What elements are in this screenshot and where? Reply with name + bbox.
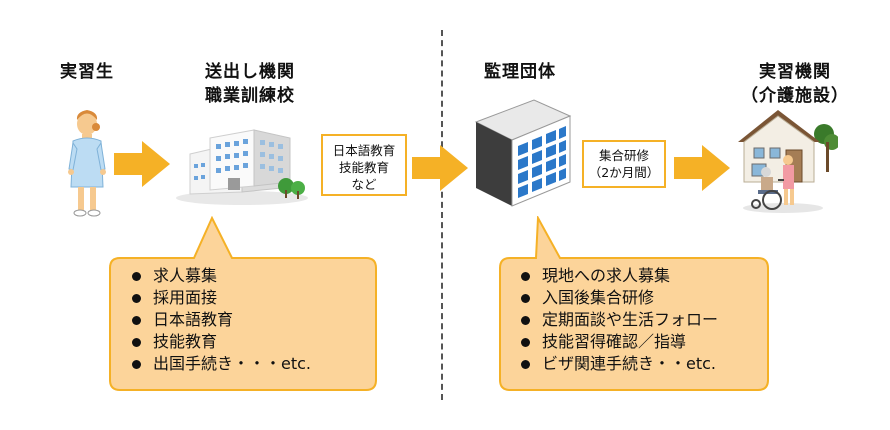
list-item-text: 技能習得確認／指導 <box>542 332 687 351</box>
supervising-org-title: 監理団体 <box>484 62 556 82</box>
bullet-dot <box>521 271 530 281</box>
bullet-dot <box>132 271 141 281</box>
implementing-org-title: 実習機関 （介護施設） <box>720 60 870 108</box>
bullet-dot <box>132 315 141 325</box>
flow-arrow-1 <box>114 141 170 187</box>
list-item: 定期面談や生活フォロー <box>521 309 718 331</box>
label-box-education-line3: など <box>351 177 377 192</box>
list-item-text: 定期面談や生活フォロー <box>542 310 719 329</box>
list-item-text: 出国手続き・・・etc. <box>153 354 312 373</box>
flow-arrow-2 <box>412 145 468 191</box>
list-item: 求人募集 <box>132 265 311 287</box>
implementing-org-title-line2: （介護施設） <box>741 86 849 106</box>
section-divider <box>441 30 443 400</box>
bullet-dot <box>132 359 141 369</box>
list-item: ビザ関連手続き・・etc. <box>521 353 718 375</box>
list-item-text: ビザ関連手続き・・etc. <box>542 354 717 373</box>
callout-right-list: 現地への求人募集 入国後集合研修 定期面談や生活フォロー 技能習得確認／指導 ビ… <box>521 265 718 375</box>
list-item: 技能習得確認／指導 <box>521 331 718 353</box>
bullet-dot <box>132 337 141 347</box>
office-building-illustration <box>474 99 572 207</box>
care-facility-illustration <box>738 110 838 213</box>
callout-left-list: 求人募集 採用面接 日本語教育 技能教育 出国手続き・・・etc. <box>132 265 311 375</box>
bullet-dot <box>521 293 530 303</box>
list-item: 入国後集合研修 <box>521 287 718 309</box>
list-item-text: 入国後集合研修 <box>542 288 655 307</box>
list-item: 現地への求人募集 <box>521 265 718 287</box>
list-item-text: 採用面接 <box>153 288 218 307</box>
bullet-dot <box>521 359 530 369</box>
list-item-text: 日本語教育 <box>153 310 234 329</box>
callout-left-shape <box>109 216 377 391</box>
sending-org-title-line1: 送出し機関 <box>205 62 295 82</box>
callout-right-shape <box>499 216 769 391</box>
list-item: 日本語教育 <box>132 309 311 331</box>
list-item: 採用面接 <box>132 287 311 309</box>
label-box-group-training-line2: （2か月間） <box>588 165 660 180</box>
label-box-education-line1: 日本語教育 <box>332 143 396 158</box>
school-building-illustration <box>176 129 308 205</box>
sending-org-title-line2: 職業訓練校 <box>205 86 295 106</box>
bullet-dot <box>521 315 530 325</box>
label-box-education-line2: 技能教育 <box>338 160 389 175</box>
label-box-education: 日本語教育 技能教育 など <box>321 134 407 196</box>
label-box-group-training: 集合研修 （2か月間） <box>582 140 666 188</box>
list-item-text: 求人募集 <box>153 266 218 285</box>
trainee-title: 実習生 <box>60 62 114 82</box>
list-item-text: 技能教育 <box>153 332 218 351</box>
list-item: 出国手続き・・・etc. <box>132 353 311 375</box>
label-box-group-training-line1: 集合研修 <box>598 148 649 163</box>
sending-org-title: 送出し機関 職業訓練校 <box>180 60 320 108</box>
implementing-org-title-line1: 実習機関 <box>759 62 831 82</box>
flow-arrow-3 <box>674 145 730 191</box>
bullet-dot <box>521 337 530 347</box>
list-item-text: 現地への求人募集 <box>542 266 671 285</box>
bullet-dot <box>132 293 141 303</box>
list-item: 技能教育 <box>132 331 311 353</box>
trainee-nurse-illustration <box>68 110 106 217</box>
